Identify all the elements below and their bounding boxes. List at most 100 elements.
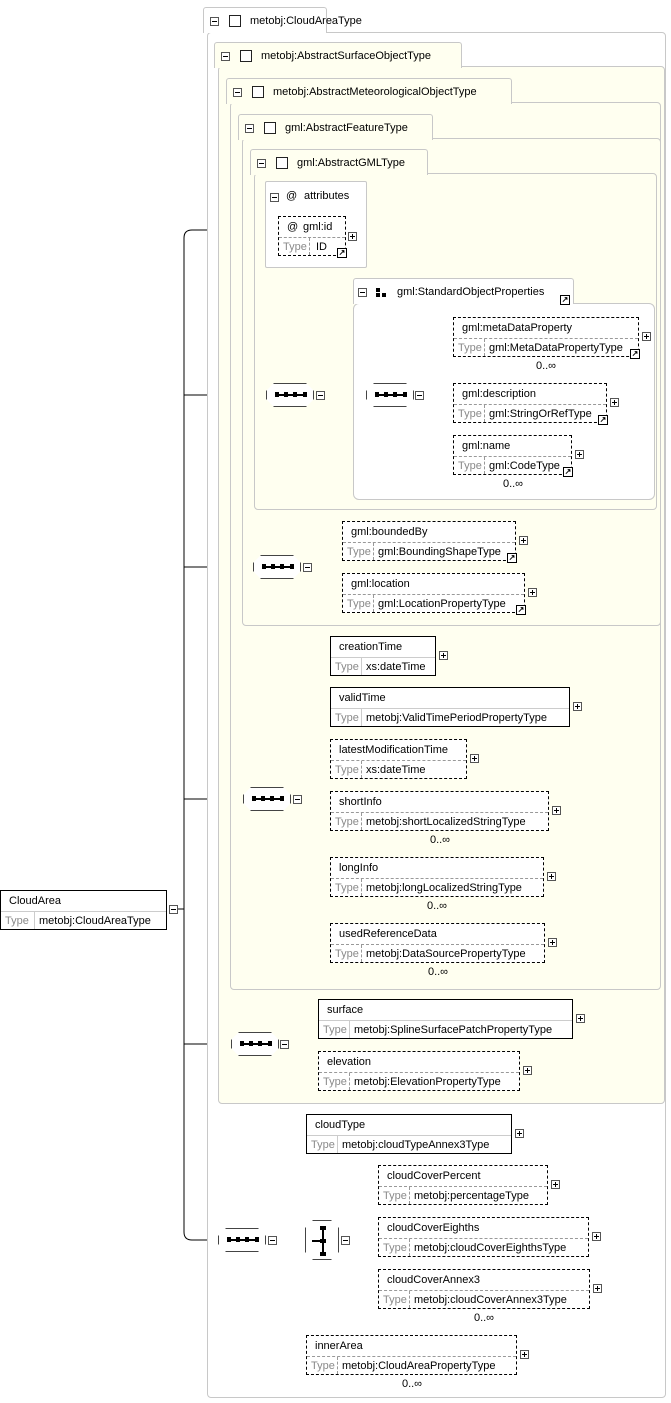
collapse-icon[interactable]: [221, 52, 230, 61]
link-arrow-icon[interactable]: ↗: [516, 605, 526, 615]
complex-type-icon: [264, 122, 276, 134]
type-value: xs:dateTime: [366, 764, 426, 776]
type-key: Type: [347, 598, 371, 610]
element-name: gml:boundedBy: [351, 526, 428, 538]
type-value: metobj:SplineSurfacePatchPropertyType: [354, 1024, 553, 1036]
at-icon: @: [287, 221, 299, 233]
link-arrow-icon[interactable]: ↗: [563, 467, 573, 477]
expand-icon[interactable]: [642, 332, 651, 341]
collapse-icon[interactable]: [293, 795, 302, 804]
link-arrow-icon[interactable]: ↗: [337, 248, 347, 258]
collapse-icon[interactable]: [257, 159, 266, 168]
tab-abstract-meteorological-object-type[interactable]: metobj:AbstractMeteorologicalObjectType: [226, 78, 512, 104]
expand-icon[interactable]: [593, 1284, 602, 1293]
expand-icon[interactable]: [576, 1014, 585, 1023]
type-value: gml:LocationPropertyType: [378, 598, 506, 610]
type-key: Type: [335, 816, 359, 828]
collapse-icon[interactable]: [169, 905, 178, 914]
sequence-icon[interactable]: [366, 383, 414, 407]
choice-icon[interactable]: [305, 1220, 339, 1260]
type-key: Type: [383, 1190, 407, 1202]
sequence-icon[interactable]: [231, 1032, 279, 1056]
expand-icon[interactable]: [551, 1180, 560, 1189]
sequence-icon[interactable]: [218, 1228, 266, 1252]
expand-icon[interactable]: [573, 702, 582, 711]
tab-abstract-surface-object-type[interactable]: metobj:AbstractSurfaceObjectType: [214, 42, 462, 68]
attribute-gml-id[interactable]: @ gml:id Type ID: [278, 216, 346, 256]
link-arrow-icon[interactable]: ↗: [598, 415, 608, 425]
complex-type-icon: [252, 86, 264, 98]
collapse-icon[interactable]: [341, 1236, 350, 1245]
panel-title: metobj:CloudAreaType: [250, 15, 362, 27]
tab-abstract-gml-type[interactable]: gml:AbstractGMLType: [250, 149, 428, 175]
collapse-icon[interactable]: [245, 124, 254, 133]
expand-icon[interactable]: [515, 1129, 524, 1138]
expand-icon[interactable]: [552, 806, 561, 815]
expand-icon[interactable]: [348, 232, 357, 241]
collapse-icon[interactable]: [415, 391, 424, 400]
panel-title: metobj:AbstractMeteorologicalObjectType: [273, 86, 477, 98]
type-key: Type: [458, 342, 482, 354]
expand-icon[interactable]: [610, 398, 619, 407]
complex-type-icon: [276, 157, 288, 169]
element-name: cloudCoverAnnex3: [387, 1274, 480, 1286]
expand-icon[interactable]: [523, 1066, 532, 1075]
type-key: Type: [458, 460, 482, 472]
expand-icon[interactable]: [470, 754, 479, 763]
collapse-icon[interactable]: [270, 193, 279, 202]
sequence-icon[interactable]: [243, 787, 291, 811]
type-key: Type: [5, 915, 29, 927]
type-key: Type: [347, 546, 371, 558]
type-value: metobj:ElevationPropertyType: [354, 1076, 501, 1088]
element-name: longInfo: [339, 862, 379, 874]
collapse-icon[interactable]: [303, 563, 312, 572]
collapse-icon[interactable]: [280, 1040, 289, 1049]
sequence-icon[interactable]: [253, 555, 301, 579]
collapse-icon[interactable]: [316, 391, 325, 400]
expand-icon[interactable]: [547, 872, 556, 881]
cardinality-label: 0..∞: [502, 478, 524, 490]
expand-icon[interactable]: [575, 450, 584, 459]
type-value: metobj:CloudAreaPropertyType: [342, 1360, 496, 1372]
collapse-icon[interactable]: [268, 1236, 277, 1245]
expand-icon[interactable]: [548, 938, 557, 947]
tab-standard-object-properties[interactable]: gml:StandardObjectProperties ↗: [353, 278, 574, 305]
collapse-icon[interactable]: [358, 288, 367, 297]
collapse-icon[interactable]: [210, 17, 219, 26]
tab-abstract-feature-type[interactable]: gml:AbstractFeatureType: [238, 114, 433, 140]
expand-icon[interactable]: [519, 536, 528, 545]
element-name: CloudArea: [9, 895, 61, 907]
root-element-cloud-area[interactable]: CloudArea Type metobj:CloudAreaType: [0, 890, 167, 930]
tab-cloud-area-type[interactable]: metobj:CloudAreaType: [203, 7, 362, 33]
link-arrow-icon[interactable]: ↗: [560, 295, 570, 305]
link-arrow-icon[interactable]: ↗: [630, 349, 640, 359]
collapse-icon[interactable]: [233, 88, 242, 97]
expand-icon[interactable]: [528, 588, 537, 597]
panel-title: gml:AbstractGMLType: [297, 157, 405, 169]
expand-icon[interactable]: [592, 1232, 601, 1241]
expand-icon[interactable]: [520, 1350, 529, 1359]
link-arrow-icon[interactable]: ↗: [507, 553, 517, 563]
sequence-icon[interactable]: [266, 383, 314, 407]
cardinality-label: 0..∞: [427, 966, 449, 978]
element-name: innerArea: [315, 1340, 363, 1352]
expand-icon[interactable]: [439, 651, 448, 660]
